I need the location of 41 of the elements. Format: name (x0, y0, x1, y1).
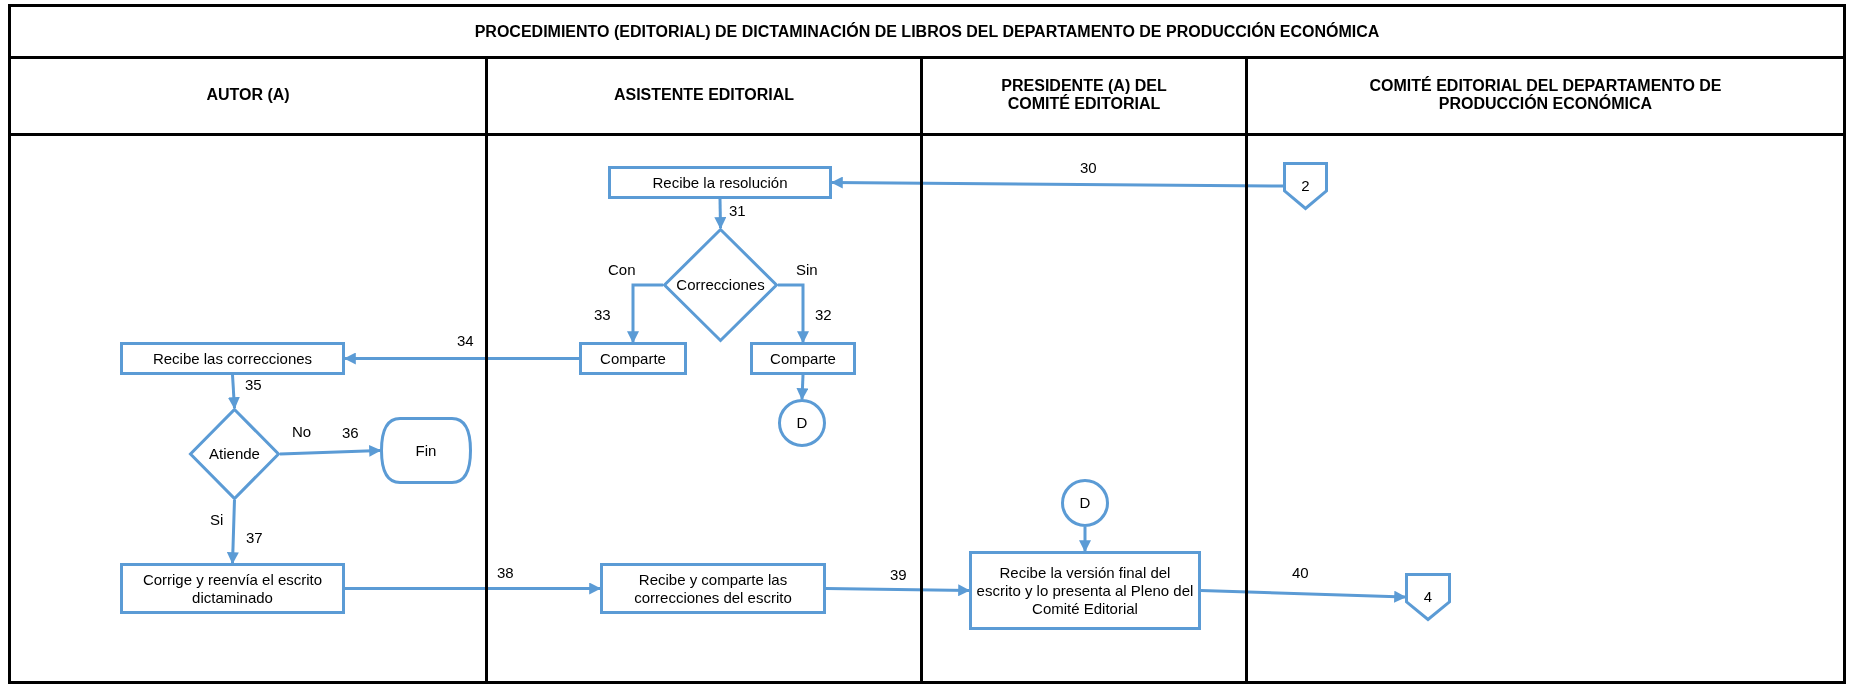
connector-label: D (1079, 494, 1091, 512)
step-text: Recibe y comparte las correcciones del escrito (633, 570, 793, 607)
process-box (579, 342, 687, 375)
swimlane (8, 56, 488, 684)
arrow (778, 283, 809, 344)
step-text: Comparte (600, 349, 666, 368)
step-text: Recibe la versión final del escrito y lo presenta al Pleno del Comité Editorial (976, 563, 1194, 618)
arrow (279, 444, 382, 457)
process-box (120, 563, 345, 614)
arrow (796, 374, 809, 401)
arrow (1079, 527, 1091, 553)
process-box (608, 166, 832, 199)
process-box (969, 551, 1201, 630)
connector-label: D (796, 414, 808, 432)
arrow (1200, 589, 1407, 603)
arrow (343, 352, 579, 365)
step-text: Recibe la resolución (652, 173, 788, 192)
process-box (750, 342, 856, 375)
swimlane (1245, 56, 1846, 684)
decision-text: Atiende (209, 445, 260, 463)
arrow (345, 582, 602, 595)
step-text: Comparte (770, 349, 836, 368)
process-box (600, 563, 826, 614)
lane-title: AUTOR (A) (206, 85, 290, 104)
step-text: Fin (415, 441, 437, 460)
decision-text: Correcciones (676, 276, 765, 294)
arrow (227, 374, 240, 410)
title-text: PROCEDIMIENTO (EDITORIAL) DE DICTAMINACIÓN DE LIBROS DEL DEPARTAMENTO DE PRODUCCIÓN ECONÓMICA (8, 4, 1846, 59)
arrow (825, 584, 971, 597)
arrow (830, 176, 1283, 189)
connector-label: 2 (1301, 177, 1310, 195)
step-text: Recibe las correcciones (152, 349, 313, 368)
lane-title: COMITÉ EDITORIAL DEL DEPARTAMENTO DE PRODUCCIÓN ECONÓMICA (1368, 76, 1723, 113)
process-box (120, 342, 345, 375)
connector-label: 4 (1423, 588, 1433, 606)
step-text: Corrige y reenvía el escrito dictaminado (141, 570, 324, 607)
arrow (226, 499, 239, 565)
arrow (627, 283, 663, 344)
arrow (714, 198, 727, 230)
lane-title: ASISTENTE EDITORIAL (613, 85, 795, 104)
lane-title: PRESIDENTE (A) DEL COMITÉ EDITORIAL (1000, 76, 1168, 113)
